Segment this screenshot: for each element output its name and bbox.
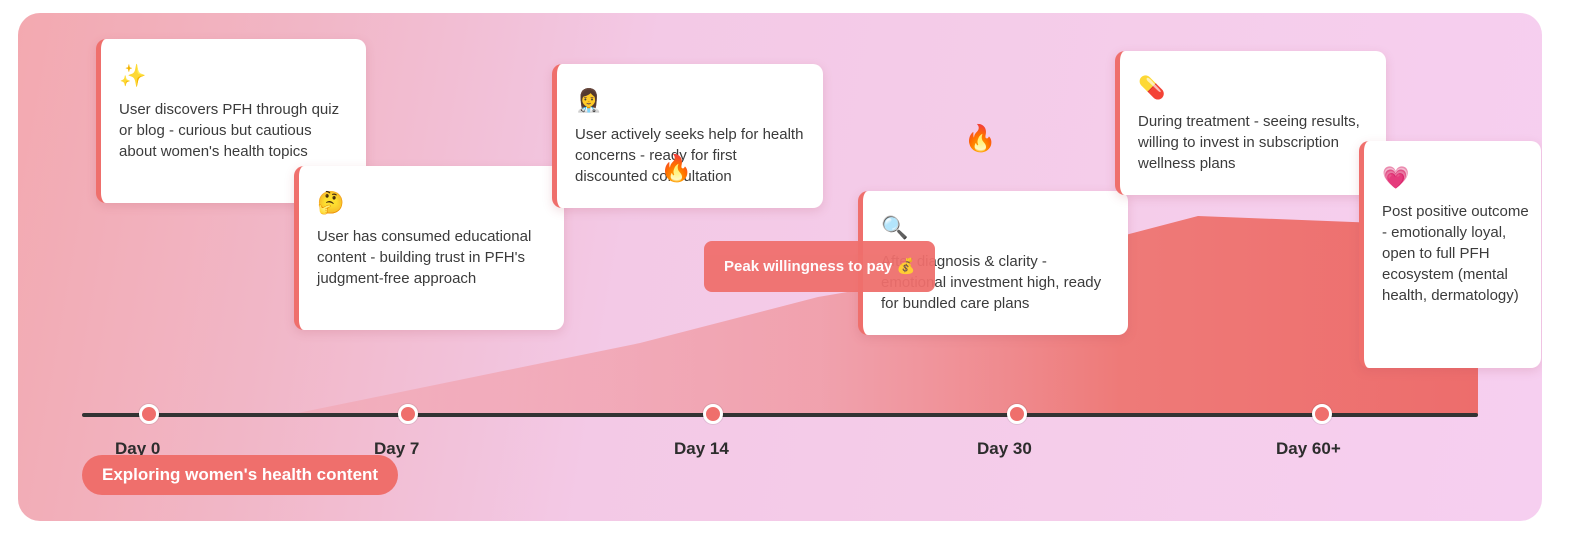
stage-text: User actively seeks help for health conc… [575, 126, 804, 185]
timeline-dot-day-60 [1312, 404, 1332, 424]
day-label-60: Day 60+ [1276, 439, 1341, 458]
sparkles-icon: ✨ [119, 63, 147, 88]
timeline-dot-day-30 [1007, 404, 1027, 424]
stage-text: Post positive outcome - emotionally loya… [1382, 203, 1529, 304]
day-label-0: Day 0 [115, 439, 161, 458]
magnifier-icon: 🔍 [881, 215, 909, 240]
peak-willingness-badge: Peak willingness to pay 💰 [704, 241, 936, 292]
flame-icon: 🔥 [660, 153, 693, 183]
journey-panel: Day 0 Day 7 Day 14 Day 30 Day 60+ Explor… [18, 13, 1542, 521]
timeline-dot-day-14 [703, 404, 723, 424]
stage-text: During treatment - seeing results, willi… [1138, 113, 1360, 172]
sparkling-heart-icon: 💗 [1382, 165, 1410, 190]
pill-icon: 💊 [1138, 75, 1166, 100]
stage-card-trust: 🤔 User has consumed educational content … [294, 166, 564, 330]
day-label-7: Day 7 [374, 439, 420, 458]
stage-card-discover: ✨ User discovers PFH through quiz or blo… [96, 39, 366, 203]
stage-card-seek-help: 👩‍⚕️ User actively seeks help for health… [552, 64, 823, 208]
timeline-dot-day-7 [398, 404, 418, 424]
stage-text: User discovers PFH through quiz or blog … [119, 101, 340, 160]
day-label-14: Day 14 [674, 439, 729, 458]
timeline-axis [82, 413, 1478, 417]
health-worker-icon: 👩‍⚕️ [575, 88, 603, 113]
timeline-dot-day-0 [139, 404, 159, 424]
flame-icon: 🔥 [964, 123, 997, 153]
stage-card-loyalty: 💗 Post positive outcome - emotionally lo… [1359, 141, 1541, 368]
day-label-30: Day 30 [977, 439, 1032, 458]
thinking-face-icon: 🤔 [317, 190, 345, 215]
stage-text: User has consumed educational content - … [317, 228, 532, 287]
stage-card-treatment: 💊 During treatment - seeing results, wil… [1115, 51, 1386, 195]
start-badge: Exploring women's health content [82, 455, 399, 495]
